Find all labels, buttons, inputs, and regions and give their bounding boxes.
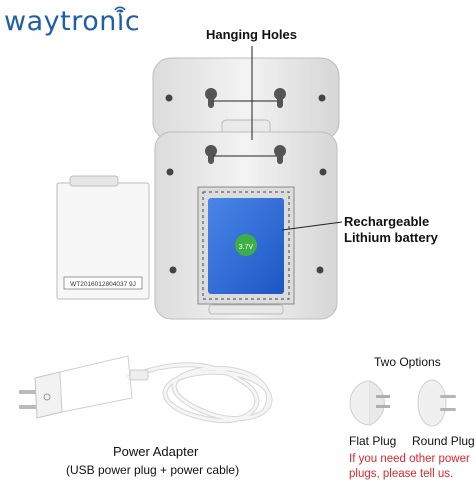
flat-plug bbox=[349, 380, 390, 426]
device-lower-housing: 3.7V bbox=[154, 131, 338, 320]
round-plug bbox=[417, 379, 456, 427]
custom-plug-note: If you need other power plugs, please te… bbox=[349, 452, 470, 482]
svg-text:WT2016012804037 9J: WT2016012804037 9J bbox=[70, 281, 136, 288]
hanging-hole bbox=[274, 88, 286, 108]
adapter-title: Power Adapter bbox=[113, 444, 199, 459]
wifi-icon bbox=[114, 6, 126, 16]
note-line1: If you need other power bbox=[349, 453, 470, 465]
hanging-hole bbox=[274, 145, 286, 164]
power-adapter bbox=[19, 355, 273, 424]
flat-plug-label: Flat Plug bbox=[349, 434, 397, 448]
battery-cover: WT2016012804037 9J bbox=[56, 175, 150, 300]
adapter-subtitle: (USB power plug + power cable) bbox=[66, 463, 240, 477]
device-upper-housing bbox=[152, 57, 340, 141]
hanging-hole bbox=[205, 145, 217, 164]
callout-battery: Rechargeable Lithium battery bbox=[344, 214, 438, 246]
callout-battery-line2: Lithium battery bbox=[344, 230, 438, 245]
callout-hanging-holes: Hanging Holes bbox=[206, 27, 298, 42]
svg-text:3.7V: 3.7V bbox=[239, 244, 254, 251]
callout-battery-line1: Rechargeable bbox=[344, 214, 430, 229]
options-title: Two Options bbox=[374, 355, 441, 369]
note-line2: plugs, please tell us. bbox=[349, 468, 454, 480]
round-plug-label: Round Plug bbox=[412, 434, 475, 448]
hanging-hole bbox=[205, 88, 217, 108]
